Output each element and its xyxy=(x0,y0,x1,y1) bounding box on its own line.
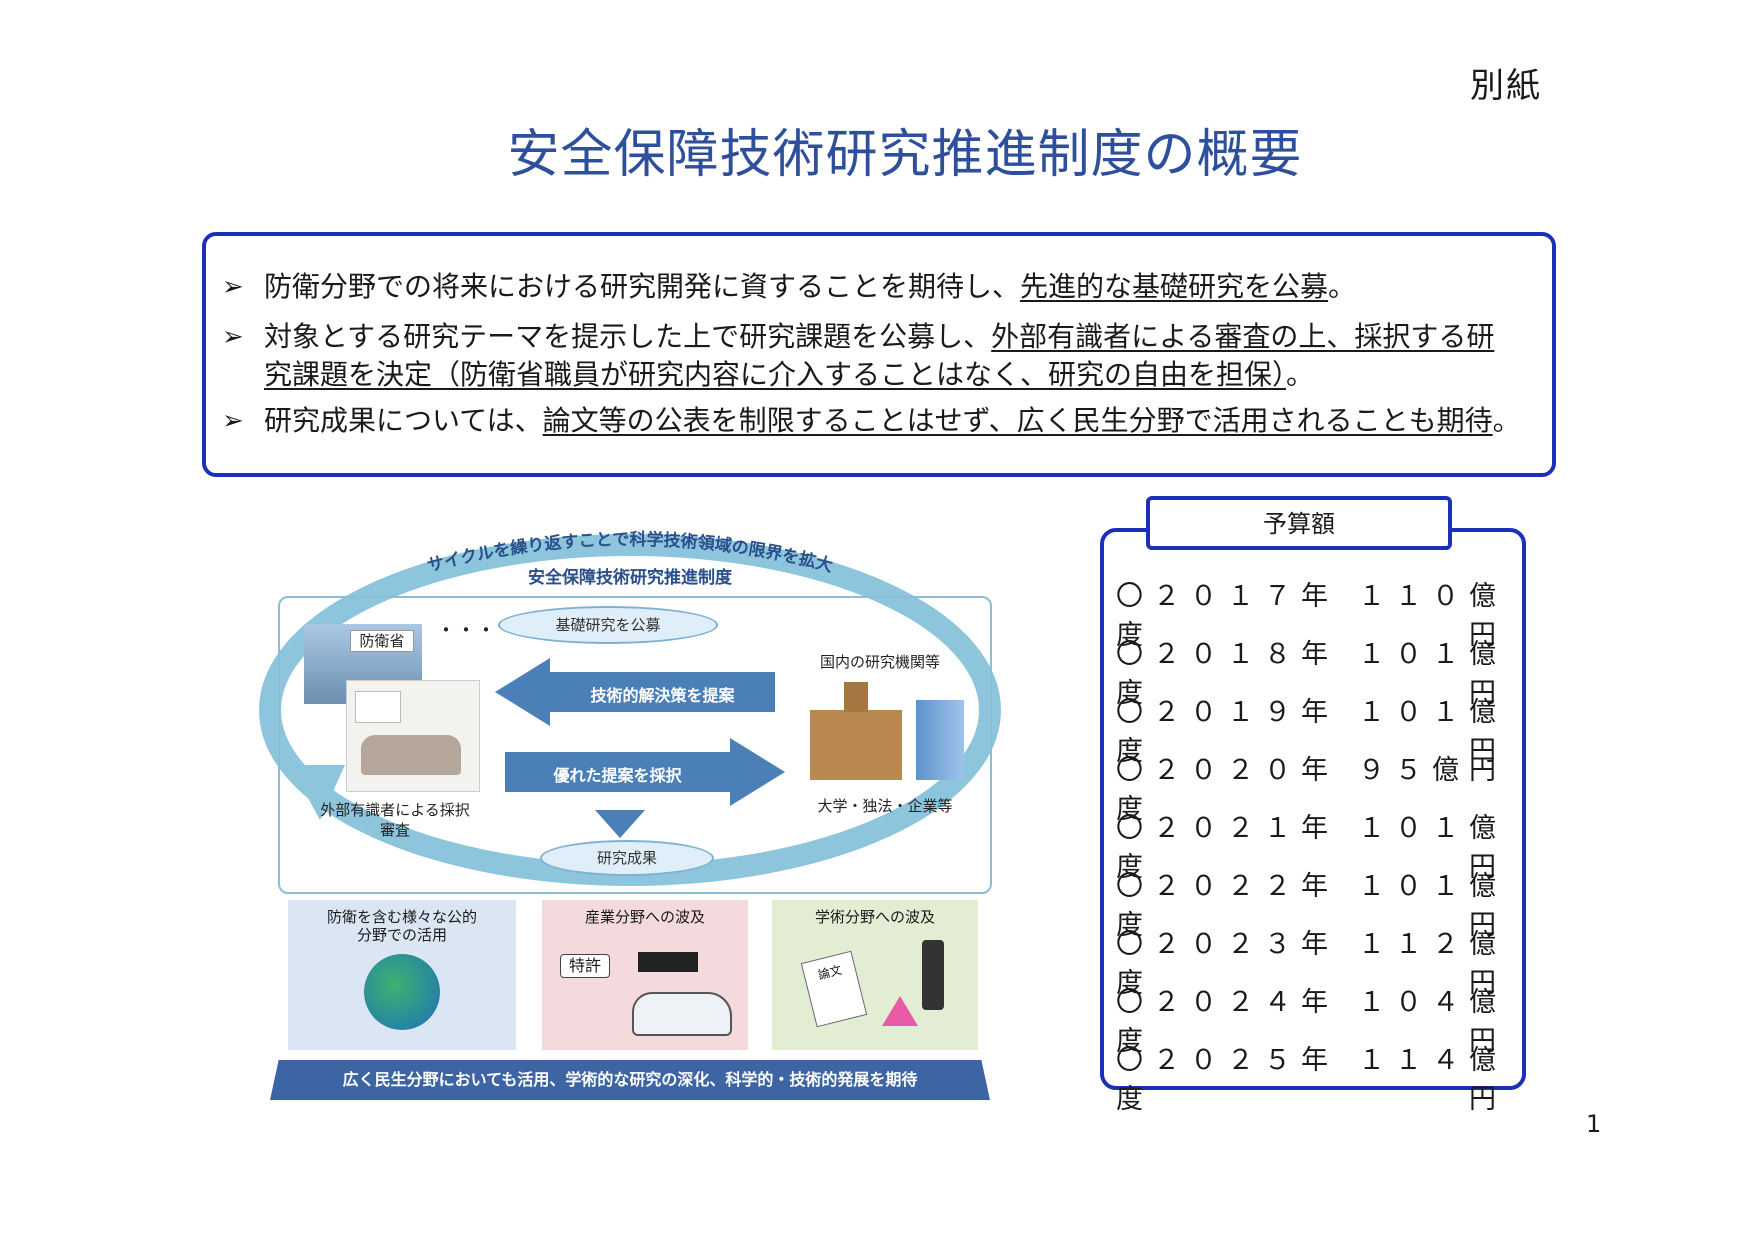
bullet-text: 研究成果については、論文等の公表を制限することはせず、広く民生分野で活用されるこ… xyxy=(264,404,1521,437)
budget-row: 〇２０２２年度 １０１億円 xyxy=(1116,864,1506,942)
chip-icon xyxy=(638,952,698,972)
budget-row: 〇２０２３年度 １１２億円 xyxy=(1116,922,1506,1000)
budget-amount: １０１億円 xyxy=(1358,871,1506,941)
flask-icon xyxy=(882,996,918,1026)
page-title: 安全保障技術研究推進制度の概要 xyxy=(507,125,1303,185)
bullet-text: 対象とする研究テーマを提示した上で研究課題を公募し、外部有識者による審査の上、採… xyxy=(264,320,1495,391)
microscope-icon xyxy=(922,940,944,1010)
panel-industry: 産業分野への波及 特許 xyxy=(542,900,748,1050)
budget-year: 〇２０１８年度 xyxy=(1116,639,1338,709)
summary-bullet-1: ➢ 防衛分野での将来における研究開発に資することを期待し、先進的な基礎研究を公募… xyxy=(222,268,1356,306)
university-building-icon xyxy=(810,682,902,780)
cloud-research-results: 研究成果 xyxy=(540,840,714,876)
budget-title: 予算額 xyxy=(1146,496,1452,550)
budget-row: 〇２０２５年度 １１４億円 xyxy=(1116,1038,1506,1116)
budget-year: 〇２０１７年度 xyxy=(1116,581,1338,651)
dots: ・・・ xyxy=(436,618,496,642)
arrow-left-label: 技術的解決策を提案 xyxy=(590,686,735,705)
institutions-sub-label: 大学・独法・企業等 xyxy=(817,797,953,815)
budget-amount: １０４億円 xyxy=(1358,987,1506,1057)
program-label: 安全保障技術研究推進制度 xyxy=(528,568,732,588)
budget-row: 〇２０１７年度 １１０億円 xyxy=(1116,574,1506,652)
summary-bullet-2: ➢ 対象とする研究テーマを提示した上で研究課題を公募し、外部有識者による審査の上… xyxy=(222,318,1512,394)
budget-row: 〇２０２１年度 １０１億円 xyxy=(1116,806,1506,884)
budget-year: 〇２０２３年度 xyxy=(1116,929,1338,999)
program-frame xyxy=(278,596,992,894)
budget-amount: １０１億円 xyxy=(1358,813,1506,883)
globe-icon xyxy=(364,954,440,1030)
bullet-arrow-icon: ➢ xyxy=(222,406,244,436)
paper-document-icon: 論文 xyxy=(800,950,868,1028)
attachment-label: 別紙 xyxy=(1470,66,1542,106)
car-icon xyxy=(632,992,732,1036)
arrow-right-shape xyxy=(505,738,785,806)
budget-amount: １１０億円 xyxy=(1358,581,1506,651)
patent-badge: 特許 xyxy=(560,954,611,978)
mod-label: 防衛省 xyxy=(350,630,414,652)
outcome-banner: 広く民生分野においても活用、学術的な研究の深化、科学的・技術的発展を期待 xyxy=(270,1060,990,1100)
bullet-arrow-icon: ➢ xyxy=(222,322,244,352)
panel-public-use: 防衛を含む様々な公的分野での活用 xyxy=(288,900,516,1050)
budget-year: 〇２０２２年度 xyxy=(1116,871,1338,941)
arrow-left-shape xyxy=(495,658,775,726)
budget-amount: １０１億円 xyxy=(1358,639,1506,709)
budget-row: 〇２０１９年度 １０１億円 xyxy=(1116,690,1506,768)
review-label: 外部有識者による採択審査 xyxy=(320,801,470,839)
arrow-right-label: 優れた提案を採択 xyxy=(553,766,682,785)
cloud-call-for-proposals: 基礎研究を公募 xyxy=(498,606,718,644)
budget-year: 〇２０２５年度 xyxy=(1116,1045,1338,1115)
budget-amount: １０１億円 xyxy=(1358,697,1506,767)
budget-amount: １１４億円 xyxy=(1358,1045,1506,1115)
budget-year: 〇２０１９年度 xyxy=(1116,697,1338,767)
office-building-icon xyxy=(916,700,964,780)
arrow-down-shape xyxy=(595,810,645,838)
flow-arrows xyxy=(495,658,785,838)
summary-box: ➢ 防衛分野での将来における研究開発に資することを期待し、先進的な基礎研究を公募… xyxy=(202,232,1556,477)
budget-year: 〇２０２１年度 xyxy=(1116,813,1338,883)
budget-amount: １１２億円 xyxy=(1358,929,1506,999)
review-meeting-image xyxy=(346,680,480,792)
bullet-text: 防衛分野での将来における研究開発に資することを期待し、先進的な基礎研究を公募。 xyxy=(264,270,1357,303)
page-number: 1 xyxy=(1586,1110,1602,1138)
budget-row: 〇２０１８年度 １０１億円 xyxy=(1116,632,1506,710)
budget-row: 〇２０２０年度 ９５億円 xyxy=(1116,748,1506,826)
budget-year: 〇２０２０年度 xyxy=(1116,755,1338,825)
institutions-label: 国内の研究機関等 xyxy=(819,653,940,671)
research-cycle-diagram: サイクルを繰り返すことで科学技術領域の限界を拡大 安全保障技術研究推進制度 防衛… xyxy=(250,520,1010,1110)
budget-amount: ９５億円 xyxy=(1358,755,1506,786)
budget-row: 〇２０２４年度 １０４億円 xyxy=(1116,980,1506,1058)
summary-bullet-3: ➢ 研究成果については、論文等の公表を制限することはせず、広く民生分野で活用され… xyxy=(222,402,1521,440)
cycle-arrowhead xyxy=(290,765,345,820)
panel-academia: 学術分野への波及 論文 xyxy=(772,900,978,1050)
budget-year: 〇２０２４年度 xyxy=(1116,987,1338,1057)
bullet-arrow-icon: ➢ xyxy=(222,272,244,302)
